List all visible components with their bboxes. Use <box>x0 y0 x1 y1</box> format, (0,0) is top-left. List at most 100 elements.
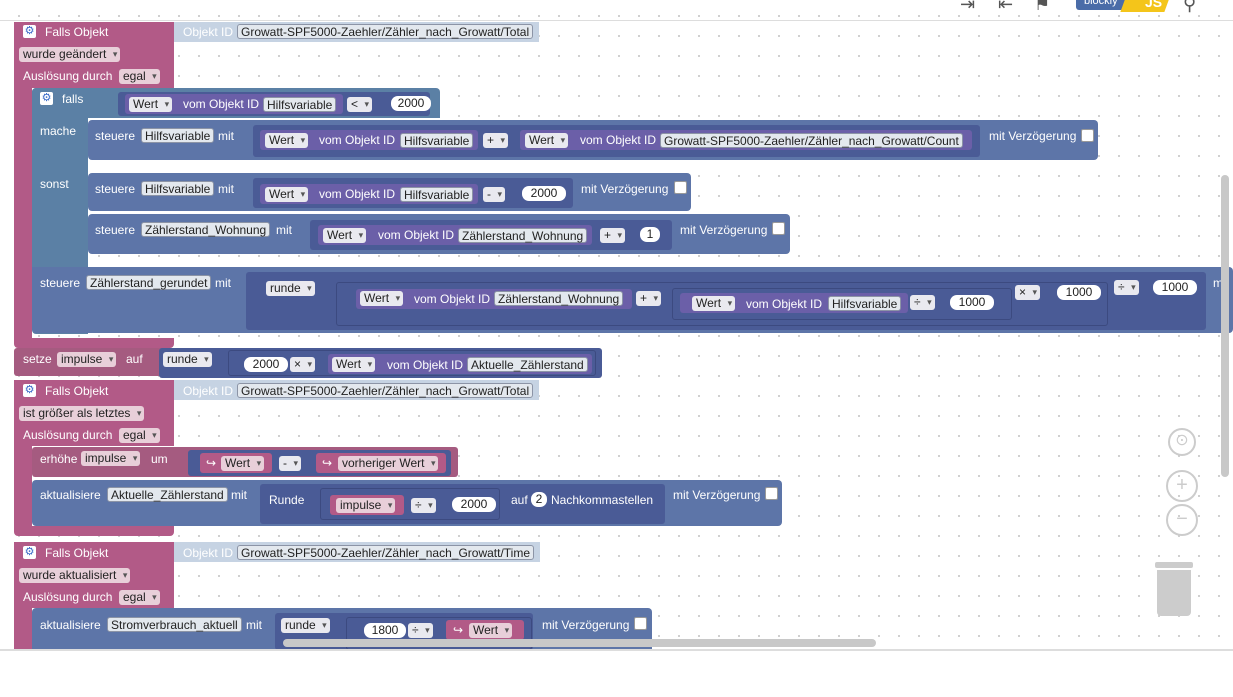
vertical-scrollbar[interactable] <box>1221 175 1229 477</box>
auf-label: auf <box>511 493 528 507</box>
hilfsvariable-field[interactable]: Hilfsvariable <box>141 181 215 196</box>
arith-operator-dropdown[interactable]: - <box>483 187 505 202</box>
hilfsvariable-field[interactable]: Hilfsvariable <box>400 187 474 202</box>
objekt-id-field[interactable]: Growatt-SPF5000-Zaehler/Zähler_nach_Grow… <box>237 383 534 398</box>
number-1000[interactable]: 1000 <box>950 295 994 310</box>
gear-icon[interactable]: ⚙ <box>40 92 53 105</box>
objekt-id-field[interactable]: Growatt-SPF5000-Zaehler/Zähler_nach_Grow… <box>660 133 963 148</box>
mit-verzoegerung-label: mit Verzögerung <box>680 223 768 237</box>
ausloesung-dropdown[interactable]: egal <box>119 69 160 84</box>
import-icon[interactable]: ⇤ <box>998 0 1014 14</box>
arith-operator-dropdown[interactable]: ÷ <box>910 295 935 310</box>
hilfsvariable-field[interactable]: Hilfsvariable <box>828 296 902 311</box>
wert-dropdown[interactable]: Wert <box>323 228 367 243</box>
number-2000[interactable]: 2000 <box>391 96 431 111</box>
delay-checkbox[interactable] <box>674 181 687 194</box>
wert-dropdown[interactable]: Wert <box>469 623 513 638</box>
delay-checkbox[interactable] <box>1081 129 1094 142</box>
number-2000[interactable]: 2000 <box>522 186 566 201</box>
target-icon[interactable]: ⊙ <box>1168 428 1196 456</box>
erhoehe-label: erhöhe <box>40 452 78 466</box>
wert-dropdown[interactable]: Wert <box>692 296 736 311</box>
number-1000[interactable]: 1000 <box>1057 285 1101 300</box>
delay-checkbox[interactable] <box>634 617 647 630</box>
zoom-in-icon[interactable]: + <box>1166 470 1198 502</box>
horizontal-scrollbar[interactable] <box>283 639 876 647</box>
falls-objekt-label: Falls Objekt <box>45 546 109 560</box>
search-icon[interactable]: ⚲ <box>1183 0 1197 14</box>
number-1000[interactable]: 1000 <box>1153 280 1197 295</box>
falls-objekt-label: Falls Objekt <box>45 384 109 398</box>
ausloesung-dropdown[interactable]: egal <box>119 590 160 605</box>
trigger-condition-dropdown[interactable]: wurde geändert <box>19 47 121 62</box>
wert-dropdown[interactable]: Wert <box>221 456 265 471</box>
wert-dropdown[interactable]: Wert <box>332 357 376 372</box>
objekt-id-field[interactable]: Growatt-SPF5000-Zaehler/Zähler_nach_Grow… <box>237 24 534 39</box>
wert-dropdown[interactable]: Wert <box>525 133 569 148</box>
arith-operator-dropdown[interactable]: × <box>1015 285 1041 300</box>
ausloesung-label: Auslösung durch <box>23 428 113 442</box>
delay-checkbox[interactable] <box>765 487 778 500</box>
checkered-flag-icon[interactable]: ⚑ <box>1034 0 1051 14</box>
hilfsvariable-field[interactable]: Hilfsvariable <box>263 97 337 112</box>
arith-operator-dropdown[interactable]: ÷ <box>1114 280 1139 295</box>
arith-operator-dropdown[interactable]: + <box>600 228 626 243</box>
wert-dropdown[interactable]: Wert <box>265 187 309 202</box>
runde-dropdown[interactable]: runde <box>266 281 315 296</box>
vom-objekt-id-label: vom Objekt ID <box>183 97 260 111</box>
steuere-label: steuere <box>95 129 136 143</box>
wert-dropdown[interactable]: Wert <box>265 133 309 148</box>
aktuelle-zaehlerstand-field[interactable]: Aktuelle_Zählerstand <box>107 487 228 502</box>
zaehlerstand-wohnung-field[interactable]: Zählerstand_Wohnung <box>494 291 624 306</box>
compare-operator-dropdown[interactable]: < <box>347 97 373 112</box>
arith-operator-dropdown[interactable]: - <box>279 456 301 471</box>
gear-icon[interactable]: ⚙ <box>23 384 36 397</box>
trigger-condition-dropdown[interactable]: wurde aktualisiert <box>19 568 131 583</box>
hilfsvariable-field[interactable]: Hilfsvariable <box>400 133 474 148</box>
aktuelle-zaehlerstand-field[interactable]: Aktuelle_Zählerstand <box>467 357 588 372</box>
runde-dropdown[interactable]: runde <box>163 352 212 367</box>
arith-operator-dropdown[interactable]: ÷ <box>411 498 436 513</box>
gear-icon[interactable]: ⚙ <box>23 546 36 559</box>
trigger-condition-dropdown[interactable]: ist größer als letztes <box>19 406 145 421</box>
mit-verzoegerung-label: mit Verzögerung <box>989 129 1077 143</box>
wert-dropdown[interactable]: Wert <box>360 291 404 306</box>
vom-objekt-id-label: vom Objekt ID <box>414 292 491 306</box>
number-2000[interactable]: 2000 <box>452 497 496 512</box>
variable-dropdown[interactable]: impulse <box>336 498 396 513</box>
stromverbrauch-field[interactable]: Stromverbrauch_aktuell <box>107 617 242 632</box>
variable-dropdown[interactable]: impulse <box>81 451 141 466</box>
zaehlerstand-wohnung-field[interactable]: Zählerstand_Wohnung <box>141 222 271 237</box>
trash-icon[interactable] <box>1155 562 1193 616</box>
arith-operator-dropdown[interactable]: + <box>483 133 509 148</box>
hilfsvariable-field[interactable]: Hilfsvariable <box>141 128 215 143</box>
number-1800[interactable]: 1800 <box>364 623 406 638</box>
number-2[interactable]: 2 <box>531 492 547 507</box>
zaehlerstand-gerundet-field[interactable]: Zählerstand_gerundet <box>86 275 212 290</box>
mit-label: mit <box>246 618 262 632</box>
zaehlerstand-wohnung-field[interactable]: Zählerstand_Wohnung <box>458 228 588 243</box>
arith-operator-dropdown[interactable]: ÷ <box>408 623 433 638</box>
delay-checkbox[interactable] <box>772 222 785 235</box>
wert-dropdown[interactable]: Wert <box>129 97 173 112</box>
objekt-id-field[interactable]: Growatt-SPF5000-Zaehler/Zähler_nach_Grow… <box>237 545 535 560</box>
ausloesung-dropdown[interactable]: egal <box>119 428 160 443</box>
vom-objekt-id-label: vom Objekt ID <box>319 133 396 147</box>
mache-label: mache <box>40 124 77 138</box>
runde-dropdown[interactable]: runde <box>281 618 330 633</box>
steuere-label: steuere <box>40 276 81 290</box>
arith-operator-dropdown[interactable]: × <box>290 357 316 372</box>
number-1[interactable]: 1 <box>640 227 660 242</box>
zoom-out-icon[interactable]: − <box>1166 504 1198 536</box>
objekt-id-label: Objekt ID <box>183 546 234 560</box>
gear-icon[interactable]: ⚙ <box>23 25 36 38</box>
mit-verzoegerung-label: mit Verzögerung <box>542 618 630 632</box>
arith-operator-dropdown[interactable]: + <box>636 291 662 306</box>
vorheriger-wert-dropdown[interactable]: vorheriger Wert <box>338 456 439 471</box>
blockly-tab[interactable]: blockly <box>1076 0 1128 10</box>
number-2000[interactable]: 2000 <box>244 357 288 372</box>
blockly-workspace[interactable]: ⇥ ⇤ ⚑ blockly JS ⚲ ⚙ Falls Objekt Objekt… <box>0 0 1233 650</box>
js-label: JS <box>1145 0 1163 10</box>
variable-dropdown[interactable]: impulse <box>57 352 117 367</box>
export-icon[interactable]: ⇥ <box>960 0 976 14</box>
